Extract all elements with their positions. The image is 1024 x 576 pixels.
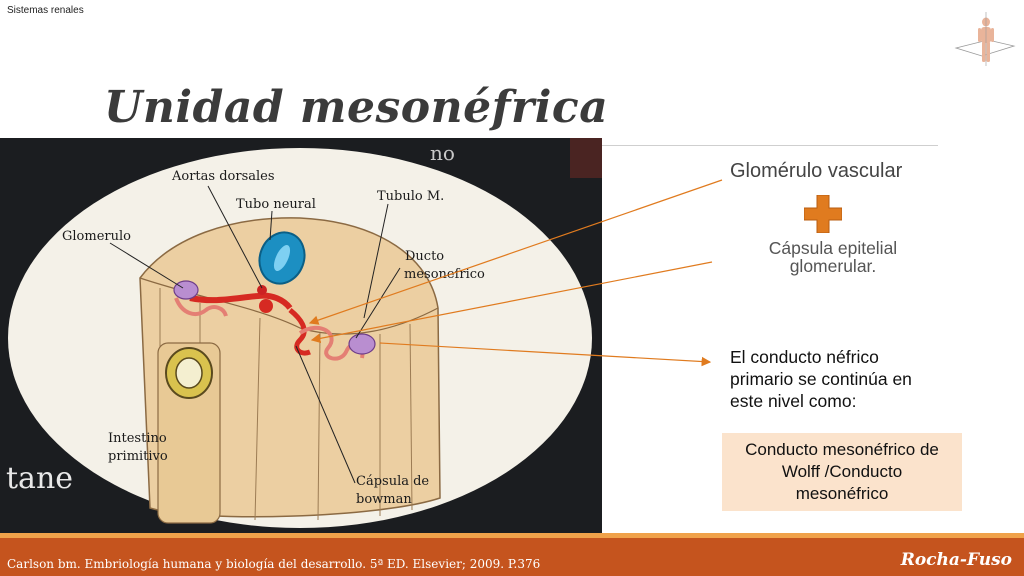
bg-text-no: no [430, 141, 455, 165]
plus-icon [804, 195, 842, 233]
label-capsula-de: Cápsula de [356, 474, 429, 489]
footer-brand: Rocha-Fuso [900, 550, 1012, 570]
label-bowman: bowman [356, 492, 412, 507]
answer-line-3: mesonéfrico [795, 484, 889, 503]
title-divider [496, 145, 938, 146]
embryo-cross-section-figure: tane no [0, 138, 602, 534]
label-mesonefrico: mesonefrico [404, 267, 485, 282]
annotation-conducto-nefrico: El conducto néfrico primario se continúa… [730, 346, 960, 412]
answer-line-2: Wolff /Conducto [781, 462, 903, 481]
conducto-line-2: primario se continúa en [730, 369, 912, 389]
annotation-glomerulo-vascular: Glomérulo vascular [730, 160, 903, 182]
slide-title: Unidad mesonéfrica [104, 82, 609, 133]
bg-text-tane: tane [6, 461, 73, 496]
section-label: Sistemas renales [7, 5, 84, 16]
answer-line-1: Conducto mesonéfrico de [745, 440, 939, 459]
footer-bar [0, 538, 1024, 576]
conducto-line-3: este nivel como: [730, 391, 857, 411]
conducto-line-1: El conducto néfrico [730, 347, 879, 367]
label-tubo-neural: Tubo neural [236, 197, 316, 212]
footer-stripe [0, 533, 1024, 538]
label-tubulo: Tubulo M. [377, 189, 444, 204]
anatomical-planes-icon [954, 12, 1016, 66]
answer-box: Conducto mesonéfrico de Wolff /Conducto … [722, 433, 962, 511]
label-aortas-dorsales: Aortas dorsales [171, 169, 275, 184]
label-ducto: Ducto [405, 249, 444, 264]
footer-citation: Carlson bm. Embriología humana y biologí… [7, 557, 541, 571]
capsula-line-2: glomerular. [789, 256, 877, 276]
label-glomerulo: Glomerulo [62, 229, 131, 244]
annotation-capsula: Cápsula epitelial glomerular. [730, 239, 936, 275]
capsula-line-1: Cápsula epitelial [768, 238, 898, 258]
label-primitivo: primitivo [108, 449, 168, 464]
label-intestino: Intestino [108, 431, 167, 446]
